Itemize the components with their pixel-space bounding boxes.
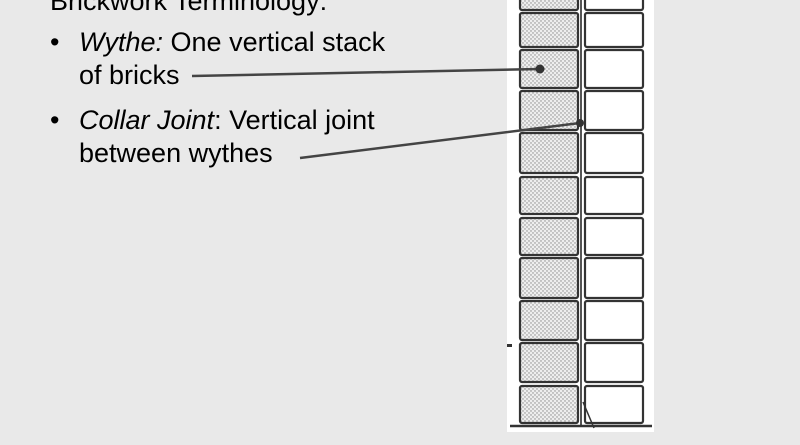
outer-wythe-brick: [583, 131, 645, 175]
inner-wythe-brick: [518, 131, 580, 175]
inner-wythe-brick: [518, 256, 580, 300]
bullet-marker: •: [50, 105, 60, 135]
inner-wythe-brick: [518, 89, 580, 132]
outer-wythe-brick: [583, 341, 645, 384]
outer-wythe-brick: [583, 11, 645, 49]
outer-wythe-brick: [583, 0, 645, 12]
slide-title: Brickwork Terminology:: [50, 0, 328, 16]
outer-wythe-brick: [583, 299, 645, 342]
term: Wythe:: [79, 27, 164, 57]
outer-wythe-brick: [583, 48, 645, 90]
tie-mark: [582, 401, 595, 429]
definition-cont: between wythes: [79, 138, 273, 168]
inner-wythe-brick: [518, 11, 580, 49]
wythe-leader-line: [191, 67, 541, 78]
definition: : Vertical joint: [214, 105, 375, 135]
outer-wythe-brick: [583, 256, 645, 300]
term: Collar Joint: [79, 105, 215, 135]
outer-wythe-brick: [583, 384, 645, 425]
bullet-marker: •: [50, 27, 60, 57]
wythe-leader-dot: [535, 64, 545, 74]
brick-rows: [518, 0, 645, 425]
inner-wythe-brick: [518, 216, 580, 257]
inner-wythe-brick: [518, 175, 580, 216]
outer-wythe-brick: [583, 216, 645, 257]
inner-wythe-brick: [518, 341, 580, 384]
inner-wythe-brick: [518, 299, 580, 342]
outer-wythe-brick: [583, 89, 645, 132]
definition-cont: of bricks: [79, 60, 180, 90]
inner-wythe-brick: [518, 384, 580, 425]
collar-joint-leader-dot: [576, 119, 584, 127]
tick-mark: [507, 344, 512, 347]
collar-joint-leader-line: [299, 121, 581, 160]
inner-wythe-brick: [518, 0, 580, 12]
outer-wythe-brick: [583, 175, 645, 216]
definition: One vertical stack: [163, 27, 386, 57]
